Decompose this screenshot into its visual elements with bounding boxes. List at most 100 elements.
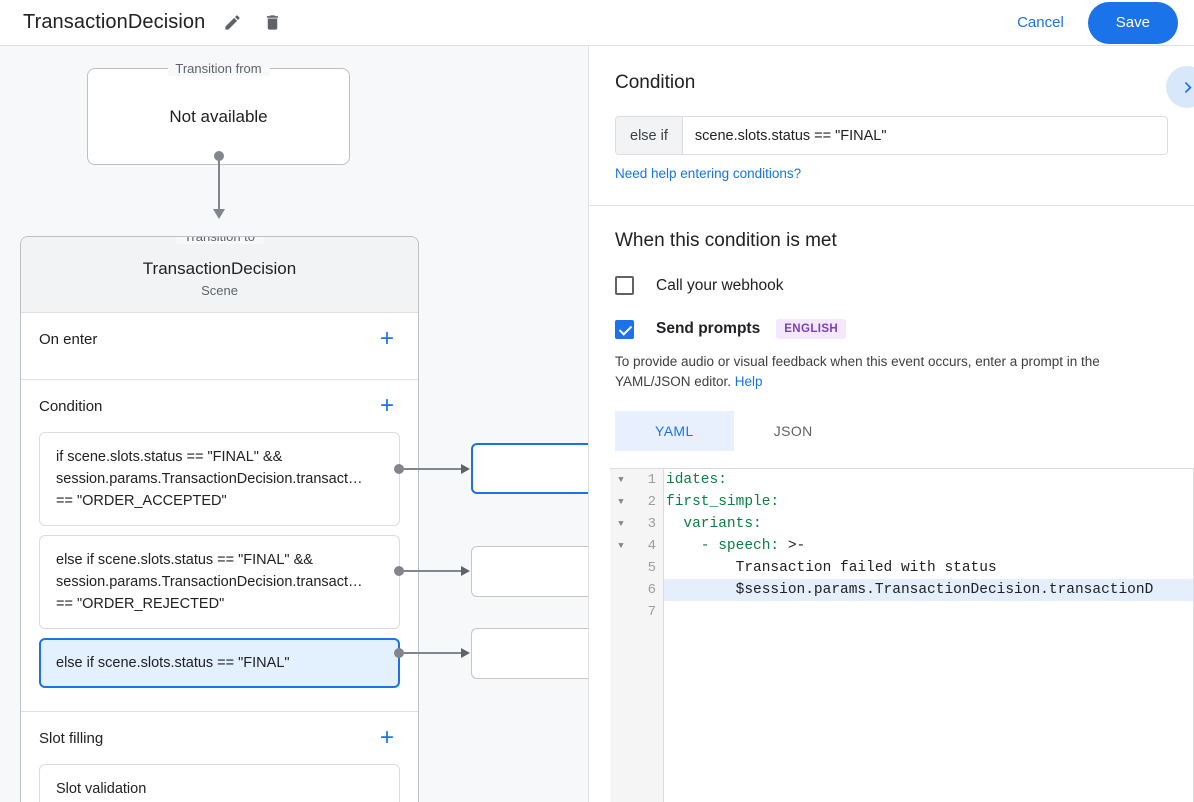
editor-line-number: 2 [647, 494, 656, 510]
save-button[interactable]: Save [1087, 1, 1178, 44]
section-condition: Condition + if scene.slots.status == "FI… [21, 380, 418, 713]
section-title-slot-filling: Slot filling [39, 729, 104, 747]
tab-json[interactable]: JSON [773, 422, 813, 439]
section-slot-filling: Slot filling + Slot validation [21, 712, 418, 802]
page-title: TransactionDecision [23, 11, 206, 33]
call-webhook-label: Call your webhook [656, 276, 784, 294]
branch-line-2 [399, 570, 463, 572]
condition-header-block: Condition else if Need help entering con… [589, 46, 1194, 206]
language-badge: ENGLISH [776, 319, 847, 339]
yaml-key-token: variants: [666, 516, 762, 532]
editor-line-number: 3 [647, 516, 656, 532]
section-head-condition: Condition + [39, 380, 400, 432]
app-header: TransactionDecision Cancel Save [0, 0, 1194, 46]
editor-code-line[interactable]: $session.params.TransactionDecision.tran… [664, 579, 1194, 601]
yaml-key-token: idates: [666, 472, 727, 488]
editor-code-line[interactable]: - speech: >- [664, 535, 1194, 557]
editor-gutter-line: 6 [610, 579, 663, 601]
send-prompts-label: Send prompts [656, 320, 761, 337]
editor-line-number: 6 [647, 582, 656, 598]
editor-line-number: 5 [647, 560, 656, 576]
yaml-key-token: first_simple: [666, 494, 780, 510]
fold-arrow-icon[interactable]: ▼ [618, 497, 624, 507]
fold-arrow-icon[interactable]: ▼ [618, 519, 624, 529]
add-on-enter-button[interactable]: + [374, 325, 400, 353]
editor-gutter-line: ▼3 [610, 513, 663, 535]
branch-line-1 [399, 468, 463, 470]
condition-input-row: else if [615, 116, 1168, 155]
when-condition-met-title: When this condition is met [615, 230, 837, 251]
transition-from-value: Not available [169, 106, 268, 126]
pencil-icon[interactable] [217, 8, 247, 38]
branch-arrow-1 [461, 464, 470, 474]
send-prompts-row: Send prompts ENGLISH [615, 319, 1168, 339]
section-title-condition: Condition [39, 397, 103, 415]
editor-gutter-line: 5 [610, 557, 663, 579]
trash-icon-glyph [266, 15, 278, 30]
yaml-key-token: - speech: [666, 538, 780, 554]
send-prompts-checkbox[interactable] [615, 319, 634, 339]
scene-header[interactable]: TransactionDecision Scene [21, 237, 418, 313]
scene-card: Transition to TransactionDecision Scene … [20, 236, 419, 802]
editor-code-line[interactable]: idates: [664, 469, 1194, 491]
prompts-helper-text: To provide audio or visual feedback when… [615, 352, 1168, 393]
editor-gutter-line: 7 [610, 601, 663, 623]
editor-code-line[interactable]: first_simple: [664, 491, 1194, 513]
section-head-slot-filling: Slot filling + [39, 712, 400, 764]
when-condition-met-block: When this condition is met Call your web… [589, 206, 1194, 451]
branch-target-box-3[interactable] [471, 628, 588, 679]
editor-line-number: 4 [647, 538, 656, 554]
chevron-right-icon-glyph [1184, 81, 1192, 93]
fold-arrow-icon[interactable]: ▼ [618, 475, 624, 485]
condition-prefix-label: else if [616, 117, 683, 154]
branch-target-box-1[interactable] [471, 443, 588, 494]
condition-card-1[interactable]: if scene.slots.status == "FINAL" && sess… [39, 432, 400, 527]
editor-line-number: 1 [647, 472, 656, 488]
connector-arrow-down [213, 209, 225, 219]
chevron-right-icon[interactable] [1166, 66, 1194, 108]
editor-code-area[interactable]: idates: first_simple: variants: - speech:… [664, 469, 1194, 802]
add-slot-filling-button[interactable]: + [374, 724, 400, 752]
condition-expression-input[interactable] [682, 117, 1167, 154]
slot-validation-card[interactable]: Slot validation [39, 764, 400, 802]
scene-name: TransactionDecision [142, 259, 297, 278]
editor-gutter-line: ▼4 [610, 535, 663, 557]
condition-card-3[interactable]: else if scene.slots.status == "FINAL" [39, 638, 400, 689]
scene-type: Scene [201, 283, 238, 298]
section-head-on-enter: On enter + [39, 313, 400, 365]
branch-target-box-2[interactable] [471, 546, 588, 597]
cancel-button[interactable]: Cancel [1003, 6, 1078, 39]
prompts-helper-text-body: To provide audio or visual feedback when… [615, 354, 1100, 390]
editor-code-line[interactable]: Transaction failed with status [666, 560, 997, 576]
transition-from-box: Transition from Not available [87, 61, 350, 165]
connector-line-vertical [218, 156, 220, 212]
editor-code-line[interactable]: variants: [664, 513, 1194, 535]
branch-line-3 [399, 652, 463, 654]
branch-arrow-2 [461, 566, 470, 576]
add-condition-button[interactable]: + [374, 392, 400, 420]
branch-arrow-3 [461, 648, 470, 658]
editor-code-line[interactable] [664, 601, 1194, 623]
webhook-row: Call your webhook [615, 276, 1168, 295]
pencil-icon-glyph [225, 15, 240, 30]
yaml-text-token: >- [779, 538, 806, 554]
editor-gutter-line: ▼2 [610, 491, 663, 513]
transition-from-legend: Transition from [167, 61, 270, 76]
flow-canvas: Transition from Not available Transition… [0, 46, 588, 802]
call-webhook-checkbox[interactable] [615, 276, 634, 295]
transition-to-legend: Transition to [175, 237, 264, 244]
trash-icon[interactable] [257, 8, 287, 38]
panel-title: Condition [615, 72, 696, 93]
tab-yaml[interactable]: YAML [615, 410, 734, 451]
help-link[interactable]: Help [734, 374, 763, 390]
section-title-on-enter: On enter [39, 330, 98, 348]
editor-line-number: 7 [647, 604, 656, 620]
editor-gutter-line: ▼1 [610, 469, 663, 491]
fold-arrow-icon[interactable]: ▼ [618, 541, 624, 551]
condition-card-2[interactable]: else if scene.slots.status == "FINAL" &&… [39, 535, 400, 630]
need-help-conditions-link[interactable]: Need help entering conditions? [615, 166, 802, 181]
editor-format-tabs: YAML JSON [615, 410, 1168, 451]
section-on-enter: On enter + [21, 313, 418, 380]
